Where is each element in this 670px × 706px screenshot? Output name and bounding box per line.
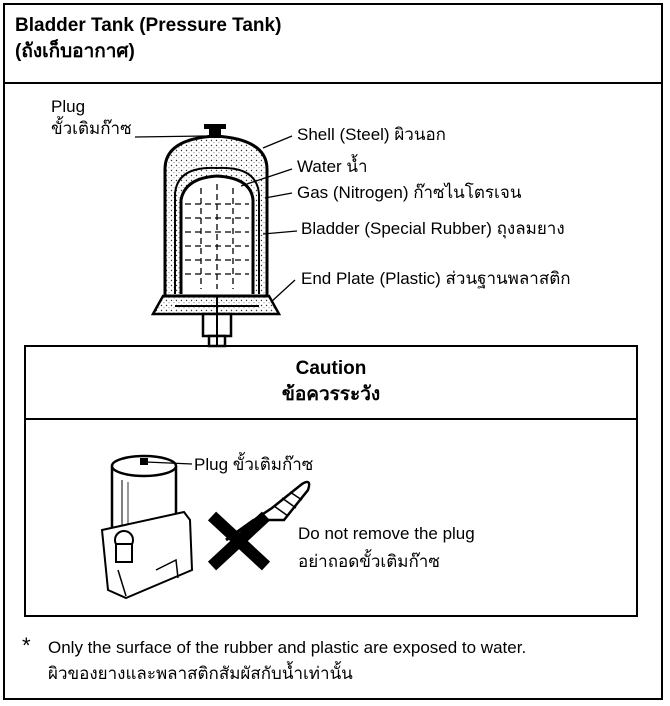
caution-title-english: Caution [295, 358, 367, 379]
footnote-thai: ผิวของยางและพลาสติกสัมผัสกับน้ำเท่านั้น [48, 664, 353, 683]
footnote: * Only the surface of the rubber and pla… [22, 633, 527, 687]
screwdriver-icon [225, 480, 311, 542]
caution-plug-label: Plug ขั้วเติมก๊าซ [194, 455, 314, 474]
shell-label: Shell (Steel) ผิวนอก [297, 125, 446, 144]
gas-label: Gas (Nitrogen) ก๊าซไนโตรเจน [297, 183, 522, 202]
tank-diagram: Plug ขั้วเติมก๊าซ Shell (Steel) ผิวนอก W… [5, 84, 665, 354]
plug-callout: Plug ขั้วเติมก๊าซ [51, 96, 132, 140]
document-frame: Bladder Tank (Pressure Tank) (ถังเก็บอาก… [3, 3, 663, 700]
water-label: Water น้ำ [297, 157, 368, 176]
title-thai: (ถังเก็บอากาศ) [15, 41, 135, 62]
instruction-english: Do not remove the plug [298, 524, 475, 543]
plug-label-english: Plug [51, 97, 86, 116]
tank-cutaway-illustration [134, 124, 298, 348]
header: Bladder Tank (Pressure Tank) (ถังเก็บอาก… [5, 5, 661, 84]
bladder-label: Bladder (Special Rubber) ถุงลมยาง [301, 219, 565, 238]
prohibited-x-icon [207, 511, 271, 571]
asterisk: * [22, 633, 31, 658]
footnote-english: Only the surface of the rubber and plast… [48, 638, 527, 657]
caution-illustration [100, 454, 311, 600]
plug-label-thai: ขั้วเติมก๊าซ [51, 119, 132, 138]
title-english: Bladder Tank (Pressure Tank) [15, 15, 282, 36]
caution-body: Plug ขั้วเติมก๊าซ Do not remove the plug… [26, 420, 636, 615]
caution-title-thai: ข้อควรระวัง [281, 384, 381, 405]
instruction-thai: อย่าถอดขั้วเติมก๊าซ [298, 552, 440, 571]
caution-box: Caution ข้อควรระวัง [24, 345, 638, 617]
caution-header: Caution ข้อควรระวัง [26, 347, 636, 420]
caution-instruction: Do not remove the plug อย่าถอดขั้วเติมก๊… [298, 520, 475, 576]
page-title: Bladder Tank (Pressure Tank) (ถังเก็บอาก… [15, 13, 281, 65]
end-plate-label: End Plate (Plastic) ส่วนฐานพลาสติก [301, 269, 571, 288]
